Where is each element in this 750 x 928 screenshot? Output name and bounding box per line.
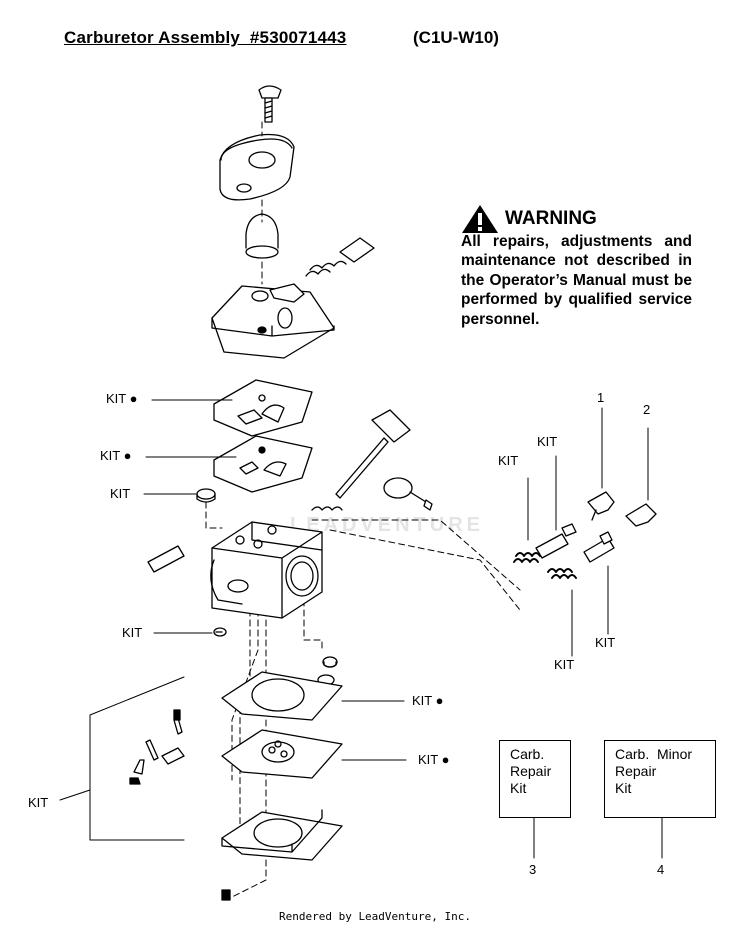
pump-diaphragm[interactable] bbox=[222, 730, 342, 778]
carburetor-cover[interactable] bbox=[212, 284, 334, 358]
throttle-shaft-assembly[interactable] bbox=[312, 410, 432, 510]
low-speed-needle[interactable] bbox=[514, 524, 576, 562]
callout-kit-needle-b[interactable]: KIT bbox=[595, 635, 616, 650]
metering-gasket[interactable] bbox=[214, 436, 312, 492]
welch-plug[interactable] bbox=[318, 657, 337, 685]
limiter-cap-1[interactable] bbox=[588, 492, 614, 520]
pump-cover[interactable] bbox=[222, 810, 342, 860]
pump-gasket[interactable] bbox=[222, 672, 342, 720]
minor-kit-line-3: Kit bbox=[615, 780, 632, 796]
callout-number-4[interactable]: 4 bbox=[657, 862, 665, 877]
callout-kit-needle-a[interactable]: KIT bbox=[537, 434, 558, 449]
callout-kit-needle-spring-a[interactable]: KIT bbox=[498, 453, 519, 468]
warning-title: WARNING bbox=[505, 208, 597, 229]
callout-kit-pump-gasket[interactable]: KIT ● bbox=[412, 693, 444, 708]
carburetor-body[interactable] bbox=[148, 522, 322, 618]
body-plug-screw[interactable] bbox=[214, 628, 226, 636]
callout-kit-diaphragm[interactable]: KIT ● bbox=[106, 391, 138, 406]
limiter-cap-2[interactable] bbox=[626, 504, 656, 526]
callout-number-1[interactable]: 1 bbox=[597, 390, 605, 405]
warning-text: All repairs, adjustments and maintenance… bbox=[461, 233, 692, 328]
repair-kit-box[interactable]: Carb. Repair Kit bbox=[499, 740, 571, 818]
repair-kit-line-3: Kit bbox=[510, 780, 527, 796]
metering-diaphragm[interactable] bbox=[214, 380, 312, 436]
minor-repair-kit-box[interactable]: Carb. Minor Repair Kit bbox=[604, 740, 716, 818]
primer-retainer-plate[interactable] bbox=[220, 135, 294, 200]
bottom-screw[interactable] bbox=[222, 890, 230, 900]
minor-kit-line-1: Carb. Minor bbox=[615, 746, 693, 762]
callout-number-2[interactable]: 2 bbox=[643, 402, 651, 417]
render-credit: Rendered by LeadVenture, Inc. bbox=[278, 910, 472, 923]
callout-kit-idle-parts[interactable]: KIT bbox=[28, 795, 49, 810]
primer-bulb[interactable] bbox=[246, 214, 278, 258]
warning-heading: WARNING bbox=[461, 204, 597, 234]
repair-kit-line-1: Carb. bbox=[510, 746, 545, 762]
inlet-screen[interactable] bbox=[197, 489, 215, 502]
callout-kit-plug-screw[interactable]: KIT bbox=[122, 625, 143, 640]
callout-kit-inlet-screen[interactable]: KIT bbox=[110, 486, 131, 501]
fuel-fitting-with-spring[interactable] bbox=[306, 238, 374, 276]
callout-kit-pump-diaphragm[interactable]: KIT ● bbox=[418, 752, 450, 767]
warning-triangle-icon bbox=[462, 205, 498, 233]
callout-kit-gasket[interactable]: KIT ● bbox=[100, 448, 132, 463]
diagram-title: Carburetor Assembly #530071443 bbox=[64, 28, 347, 47]
high-speed-needle[interactable] bbox=[548, 532, 614, 578]
callout-kit-needle-spring-b[interactable]: KIT bbox=[554, 657, 575, 672]
callout-number-3[interactable]: 3 bbox=[529, 862, 537, 877]
repair-kit-line-2: Repair bbox=[510, 763, 552, 779]
model-code: (C1U-W10) bbox=[413, 28, 499, 47]
top-screw[interactable] bbox=[259, 86, 281, 122]
minor-kit-line-2: Repair bbox=[615, 763, 657, 779]
idle-parts-cluster[interactable] bbox=[130, 710, 184, 784]
